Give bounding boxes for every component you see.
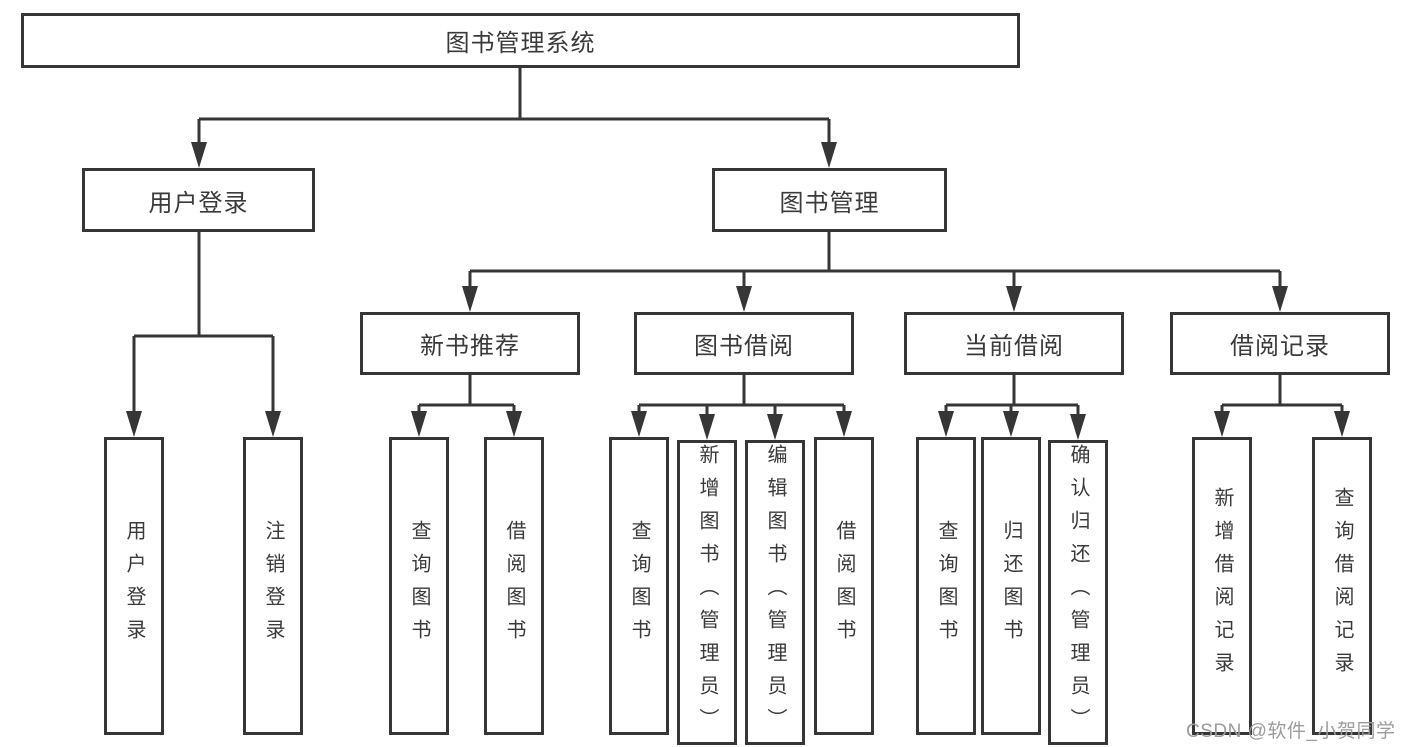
- node-leaf-logout: 注销登录: [243, 437, 303, 735]
- node-label: 注销登录: [262, 520, 284, 652]
- node-label: 图书管理系统: [445, 30, 596, 57]
- node-label: 用户登录: [148, 189, 249, 217]
- node-label: 新增借阅记录: [1211, 487, 1233, 685]
- node-label: 归还图书: [1000, 520, 1022, 652]
- node-label: 查询借阅记录: [1331, 487, 1353, 685]
- node-leaf-user-login: 用户登录: [104, 437, 164, 735]
- arrowheads: [126, 142, 1350, 440]
- node-label: 图书管理: [779, 189, 880, 217]
- node-label: 新书推荐: [420, 333, 520, 360]
- node-borrowing-records: 借阅记录: [1170, 312, 1390, 375]
- node-current-borrowing: 当前借阅: [904, 312, 1124, 375]
- node-book-borrowing: 图书借阅: [634, 312, 854, 375]
- node-leaf-recommend-query-books: 查询图书: [389, 437, 449, 735]
- node-book-management: 图书管理: [712, 168, 947, 232]
- node-leaf-current-query-books: 查询图书: [916, 437, 976, 735]
- node-label: 借阅图书: [503, 520, 525, 652]
- node-leaf-borrow-add-books-admin: 新增图书（管理员）: [677, 440, 737, 745]
- node-label: 查询图书: [408, 520, 430, 652]
- csdn-watermark: CSDN @软件_小贺同学: [1186, 721, 1396, 742]
- node-label: 查询图书: [628, 520, 650, 652]
- node-label: 图书借阅: [694, 333, 794, 360]
- node-label: 确认归还（管理员）: [1067, 444, 1089, 741]
- node-leaf-borrow-edit-books-admin: 编辑图书（管理员）: [745, 440, 805, 745]
- node-label: 查询图书: [935, 520, 957, 652]
- node-root-library-system: 图书管理系统: [21, 13, 1020, 68]
- node-label: 借阅记录: [1230, 333, 1330, 360]
- node-label: 用户登录: [123, 520, 145, 652]
- node-user-login: 用户登录: [82, 168, 315, 232]
- node-label: 当前借阅: [964, 333, 1064, 360]
- node-leaf-recommend-borrow-books: 借阅图书: [484, 437, 544, 735]
- node-label: 新增图书（管理员）: [696, 444, 718, 741]
- node-new-book-recommendation: 新书推荐: [360, 312, 580, 375]
- node-leaf-borrow-query-books: 查询图书: [609, 437, 669, 735]
- node-leaf-records-add-record: 新增借阅记录: [1192, 437, 1252, 735]
- node-leaf-current-return-books: 归还图书: [981, 437, 1041, 735]
- node-leaf-records-query-record: 查询借阅记录: [1312, 437, 1372, 735]
- node-label: 借阅图书: [833, 520, 855, 652]
- node-leaf-current-confirm-return-admin: 确认归还（管理员）: [1048, 440, 1108, 745]
- node-label: 编辑图书（管理员）: [764, 444, 786, 741]
- node-leaf-borrow-borrow-books: 借阅图书: [814, 437, 874, 735]
